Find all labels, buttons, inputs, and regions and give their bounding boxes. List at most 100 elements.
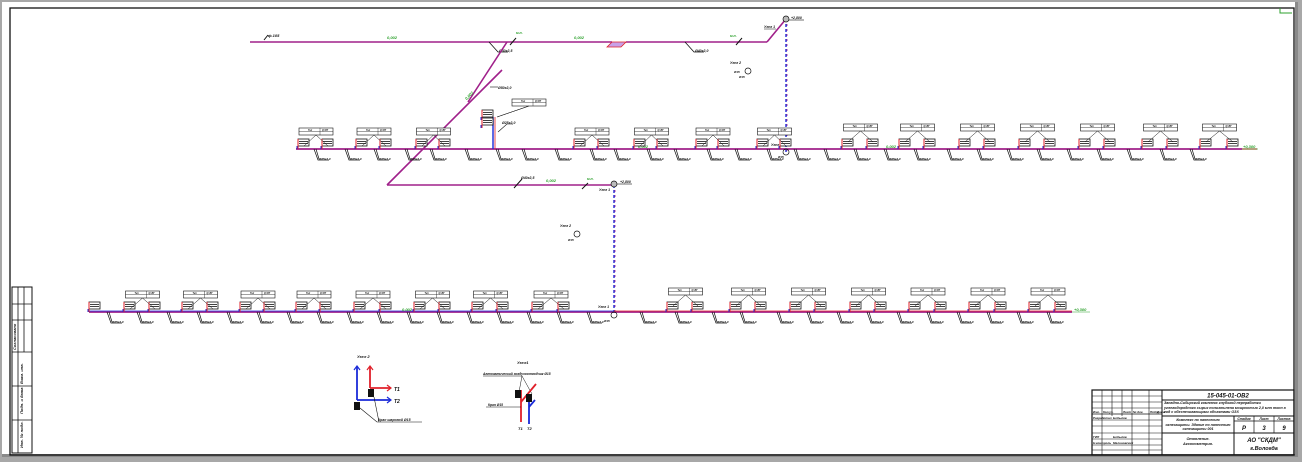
pipe-drop-leader: [429, 148, 445, 161]
callout-type: Тип: [135, 293, 140, 295]
pipe-drop-leader: [313, 148, 329, 161]
pipe-drop-leader: [706, 148, 722, 161]
radiator-icon: [295, 301, 308, 310]
pipe-drop-leader: [866, 311, 882, 324]
radiator-icon: [779, 138, 792, 147]
callout-power: Q=ВТ: [207, 293, 214, 295]
pipe-drop-label: Ø25x2,0: [592, 320, 604, 324]
pipe-drop-leader: [793, 148, 809, 161]
pipe-drop-label: Ø25x2,0: [1132, 157, 1144, 161]
detail-node1-t2: T2: [527, 426, 532, 431]
pipe-drop-leader: [896, 311, 912, 324]
pipe-drop-label: Ø25x2,0: [470, 157, 482, 161]
stamp-label-agreed: Согласовано: [12, 323, 17, 350]
radiator-icon: [983, 138, 996, 147]
top-main-left-label: ф.105: [268, 33, 280, 38]
floor2-node1-sub: Ø15: [778, 155, 784, 159]
pipe-drop-label: Ø25x2,0: [889, 157, 901, 161]
floor2-node1-label: Узел 1: [771, 143, 782, 147]
row-role-3: Н.контроль: [1093, 441, 1111, 445]
row-name-3: Малиновский: [1113, 441, 1133, 445]
pipe-drop-label: Ø25x2,0: [919, 157, 931, 161]
mid-main-label: Ø40x2,5: [521, 176, 534, 180]
callout-type: Тип: [1153, 126, 1158, 128]
callout-power: Q=ВТ: [264, 293, 271, 295]
pipe-drop-leader: [521, 148, 537, 161]
pipe-drop-label: Ø25x2,0: [782, 320, 794, 324]
pipe-drop-label: Ø25x2,0: [262, 320, 274, 324]
sheet-title: Отопление. Аксонометрия.: [1183, 437, 1213, 446]
top-main-marker-1: м.п.: [516, 31, 523, 35]
callout-power: Q=ВТ: [439, 293, 446, 295]
pipe-drop-label: Ø25x2,0: [382, 320, 394, 324]
radiator-icon: [1199, 138, 1212, 147]
pipe-drop-label: Ø25x2,0: [829, 157, 841, 161]
drawing-code: 15-045-01-ОВ2: [1207, 394, 1249, 400]
floor2-slope-1: 0,002: [638, 144, 649, 149]
pipe-drop-leader: [256, 311, 272, 324]
callout-power: Q=ВТ: [755, 290, 762, 292]
callout-power: Q=ВТ: [320, 293, 327, 295]
radiator-icon: [841, 138, 854, 147]
pipe-drop-label: Ø25x2,0: [772, 157, 784, 161]
floor2-riser-label: Ø25x2,0: [502, 121, 515, 125]
radiator-icon: [531, 301, 544, 310]
radiator-icon: [379, 138, 392, 147]
top-main-slope-2: 0,002: [574, 35, 585, 40]
valve-icon: [526, 394, 532, 402]
pipe-drop-leader: [344, 148, 360, 161]
pipe-drop-label: Ø25x2,0: [745, 320, 757, 324]
frame-corner-mark: [1279, 8, 1292, 14]
pipe-drop-leader: [586, 311, 602, 324]
callout-type: Тип: [250, 293, 255, 295]
pipe-drop-leader: [1066, 148, 1082, 161]
pipe-drop-label: Ø25x2,0: [502, 320, 514, 324]
callout-type: Тип: [678, 290, 683, 292]
pipe-drop-label: Ø25x2,0: [842, 320, 854, 324]
pipe-drop-leader: [526, 311, 542, 324]
floor2-branch: 0,002 0,002 +0,300 Узел 1 Ø15 Ø25x2,0: [296, 117, 1258, 159]
radiator-icon: [471, 301, 484, 310]
company-city: г.Вологда: [1250, 446, 1278, 452]
callout-power: Q=ВТ: [380, 130, 387, 132]
callout-type: Тип: [426, 130, 431, 132]
pipe-drop-leader: [136, 311, 152, 324]
title-block-text: 15-045-01-ОВ2 Западно-Сибирский комплекс…: [1093, 394, 1291, 453]
floor1-node1-sub: Ø15: [604, 319, 610, 323]
radiator-icon: [297, 138, 310, 147]
callout-type: Тип: [584, 130, 589, 132]
pipe-drop-label: Ø25x2,0: [1052, 320, 1064, 324]
radiator-icon: [438, 138, 451, 147]
radiator-icon: [239, 301, 252, 310]
callout-type: Тип: [365, 293, 370, 295]
callout-power: Q=ВТ: [557, 293, 564, 295]
top-node2-label: Узел 2: [730, 61, 741, 65]
callout-power: Q=ВТ: [1054, 290, 1061, 292]
callout-type: Тип: [910, 126, 915, 128]
callout-power: Q=ВТ: [535, 101, 542, 103]
callout-type: Тип: [1212, 126, 1217, 128]
radiator-icon: [1141, 138, 1154, 147]
project-name-box: Западно-Сибирский комплекс глубокой пере…: [1164, 401, 1286, 414]
pipe-drop-leader: [106, 311, 122, 324]
pipe-drop-leader: [286, 311, 302, 324]
pipe-drop-leader: [806, 311, 822, 324]
pipe-drop-label: Ø25x2,0: [472, 320, 484, 324]
radiator-icon: [717, 138, 730, 147]
pipe-drop-label: Ø25x2,0: [679, 157, 691, 161]
pipe-drop-leader: [776, 311, 792, 324]
callout-power: Q=ВТ: [875, 290, 882, 292]
callout-power: Q=ВТ: [598, 130, 605, 132]
callout-type: Тип: [425, 293, 430, 295]
callout-power: Q=ВТ: [924, 126, 931, 128]
pipe-drop-leader: [226, 311, 242, 324]
callout-power: Q=ВТ: [692, 290, 699, 292]
mid-main-pipe: Ø40x2,5 0,002 м.п. Узел 1 +2,800 Узел 2 …: [387, 176, 632, 314]
callout-type: Тип: [543, 293, 548, 295]
callout-power: Q=ВТ: [994, 290, 1001, 292]
pipe-drop-label: Ø25x2,0: [982, 157, 994, 161]
pipe-drop-leader: [554, 148, 570, 161]
callout-type: Тип: [483, 293, 488, 295]
pipe-drop-leader: [1006, 148, 1022, 161]
radiator-icon: [481, 117, 494, 126]
